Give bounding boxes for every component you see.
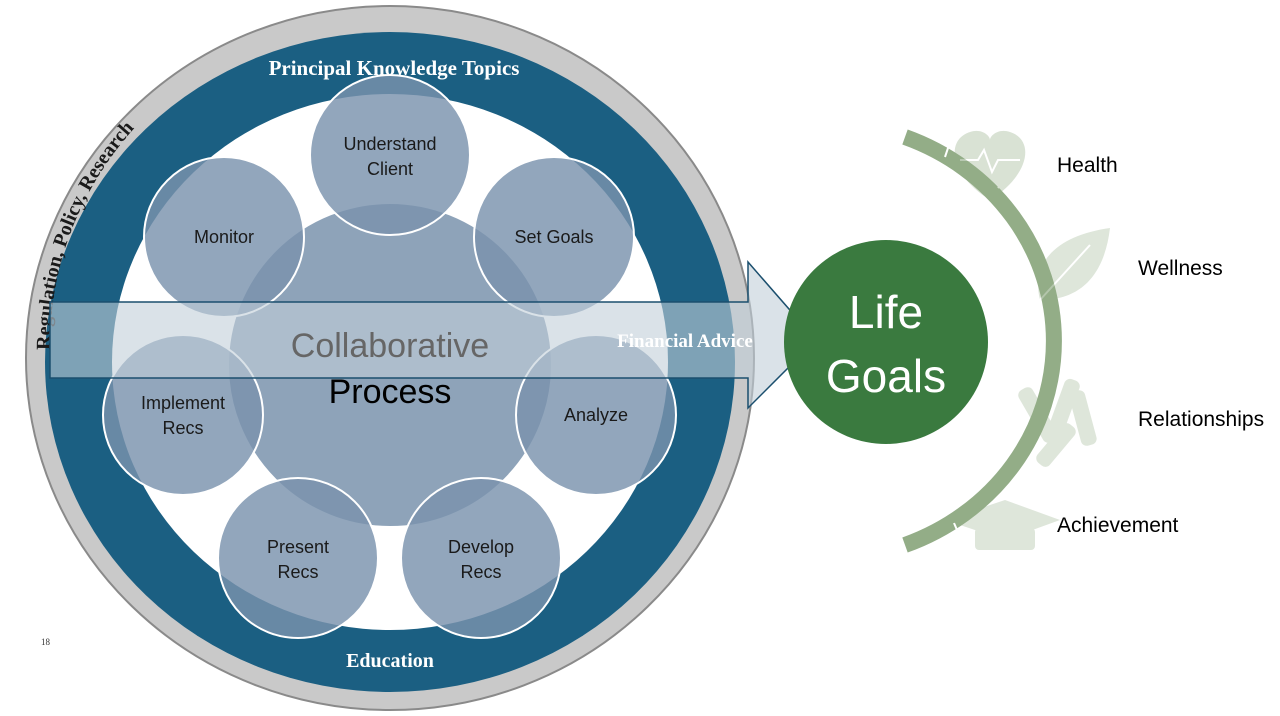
outcome-health: Health: [1057, 154, 1118, 177]
step-label-analyze: Analyze: [564, 405, 628, 425]
outcome-achievement: Achievement: [1057, 514, 1179, 537]
step-label-implement-line2: Recs: [162, 418, 203, 438]
step-circle-present-recs: [217, 477, 379, 639]
step-label-present-line2: Recs: [277, 562, 318, 582]
center-label-line2: Process: [329, 373, 452, 411]
ring-bottom-label: Education: [346, 650, 434, 672]
outcomes-arc-ticks: [944, 141, 1083, 538]
step-circle-understand-client: [309, 74, 471, 236]
arrow-label: Financial Advice: [617, 331, 753, 352]
step-label-present-line1: Present: [267, 537, 329, 557]
step-circle-develop-recs: [400, 477, 562, 639]
step-label-develop-line1: Develop: [448, 537, 514, 557]
step-label-implement-line1: Implement: [141, 393, 225, 413]
outcome-relationships: Relationships: [1138, 408, 1264, 431]
heart-pulse-icon: [954, 130, 1026, 200]
step-label-understand-line2: Client: [367, 159, 413, 179]
step-label-understand-line1: Understand: [343, 134, 436, 154]
step-label-set-goals: Set Goals: [514, 227, 593, 247]
leaf-icon: [1038, 228, 1110, 301]
outcome-wellness: Wellness: [1138, 257, 1223, 280]
page-number: 18: [41, 637, 51, 647]
financial-advice-arrow: [49, 259, 818, 410]
center-label-line1: Collaborative: [291, 327, 489, 365]
step-label-develop-line2: Recs: [460, 562, 501, 582]
life-goals-line1: Life: [849, 286, 923, 338]
graduation-cap-icon: [945, 500, 1060, 550]
life-goals-circle: [784, 240, 988, 444]
hands-icon: [1018, 378, 1097, 467]
outcomes-arc: [902, 129, 1062, 553]
life-goals-line2: Goals: [826, 350, 946, 402]
step-label-monitor: Monitor: [194, 227, 254, 247]
